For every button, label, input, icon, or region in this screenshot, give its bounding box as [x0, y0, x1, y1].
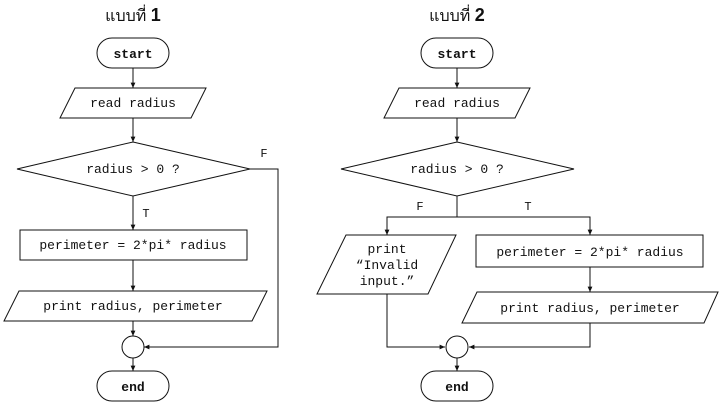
read-input-1: [59, 87, 207, 119]
error-output-line-1: print: [367, 242, 406, 257]
start-label-1: start: [113, 47, 152, 62]
process-box-1: [19, 229, 248, 261]
output-box-1: [3, 290, 268, 322]
read-label-2: read radius: [414, 96, 500, 111]
error-output-line-3: input.”: [360, 274, 415, 289]
process-label-2: perimeter = 2*pi* radius: [496, 245, 683, 260]
false-label-2: F: [416, 200, 423, 214]
error-output-line-2: “Invalid: [356, 258, 418, 273]
output-box-2: [461, 291, 719, 324]
process-box-2: [475, 234, 704, 268]
end-terminal-2: [420, 370, 494, 402]
connector-circle-1: [121, 335, 145, 359]
arrow-true-branch-2: [457, 216, 593, 235]
end-label-2: end: [445, 380, 468, 395]
start-label-2: start: [437, 47, 476, 62]
output-label-1: print radius, perimeter: [43, 299, 222, 314]
read-input-2: [383, 87, 531, 119]
true-label-2: T: [524, 200, 531, 214]
connector-circle-2: [445, 335, 469, 359]
flowchart-1: แบบที่ 1 start read radius radius > 0 ? …: [3, 4, 279, 402]
error-output-box-2: [316, 234, 457, 295]
end-terminal-1: [96, 370, 170, 402]
decision-label-1: radius > 0 ?: [86, 162, 180, 177]
read-label-1: read radius: [90, 96, 176, 111]
process-label-1: perimeter = 2*pi* radius: [39, 238, 226, 253]
output-label-2: print radius, perimeter: [500, 301, 679, 316]
flowchart-2: แบบที่ 2 start read radius radius > 0 ? …: [316, 4, 719, 402]
decision-label-2: radius > 0 ?: [410, 162, 504, 177]
false-label-1: F: [260, 147, 267, 161]
arrow-output-to-connector-2: [469, 323, 591, 350]
arrow-false-branch-2: [384, 216, 457, 235]
flowchart-1-heading: แบบที่ 1: [105, 4, 161, 25]
arrow-error-to-connector-2: [386, 294, 445, 350]
end-label-1: end: [121, 380, 144, 395]
flowchart-2-heading: แบบที่ 2: [429, 4, 485, 25]
true-label-1: T: [142, 207, 149, 221]
arrow-false-to-connector-1: [144, 168, 279, 350]
